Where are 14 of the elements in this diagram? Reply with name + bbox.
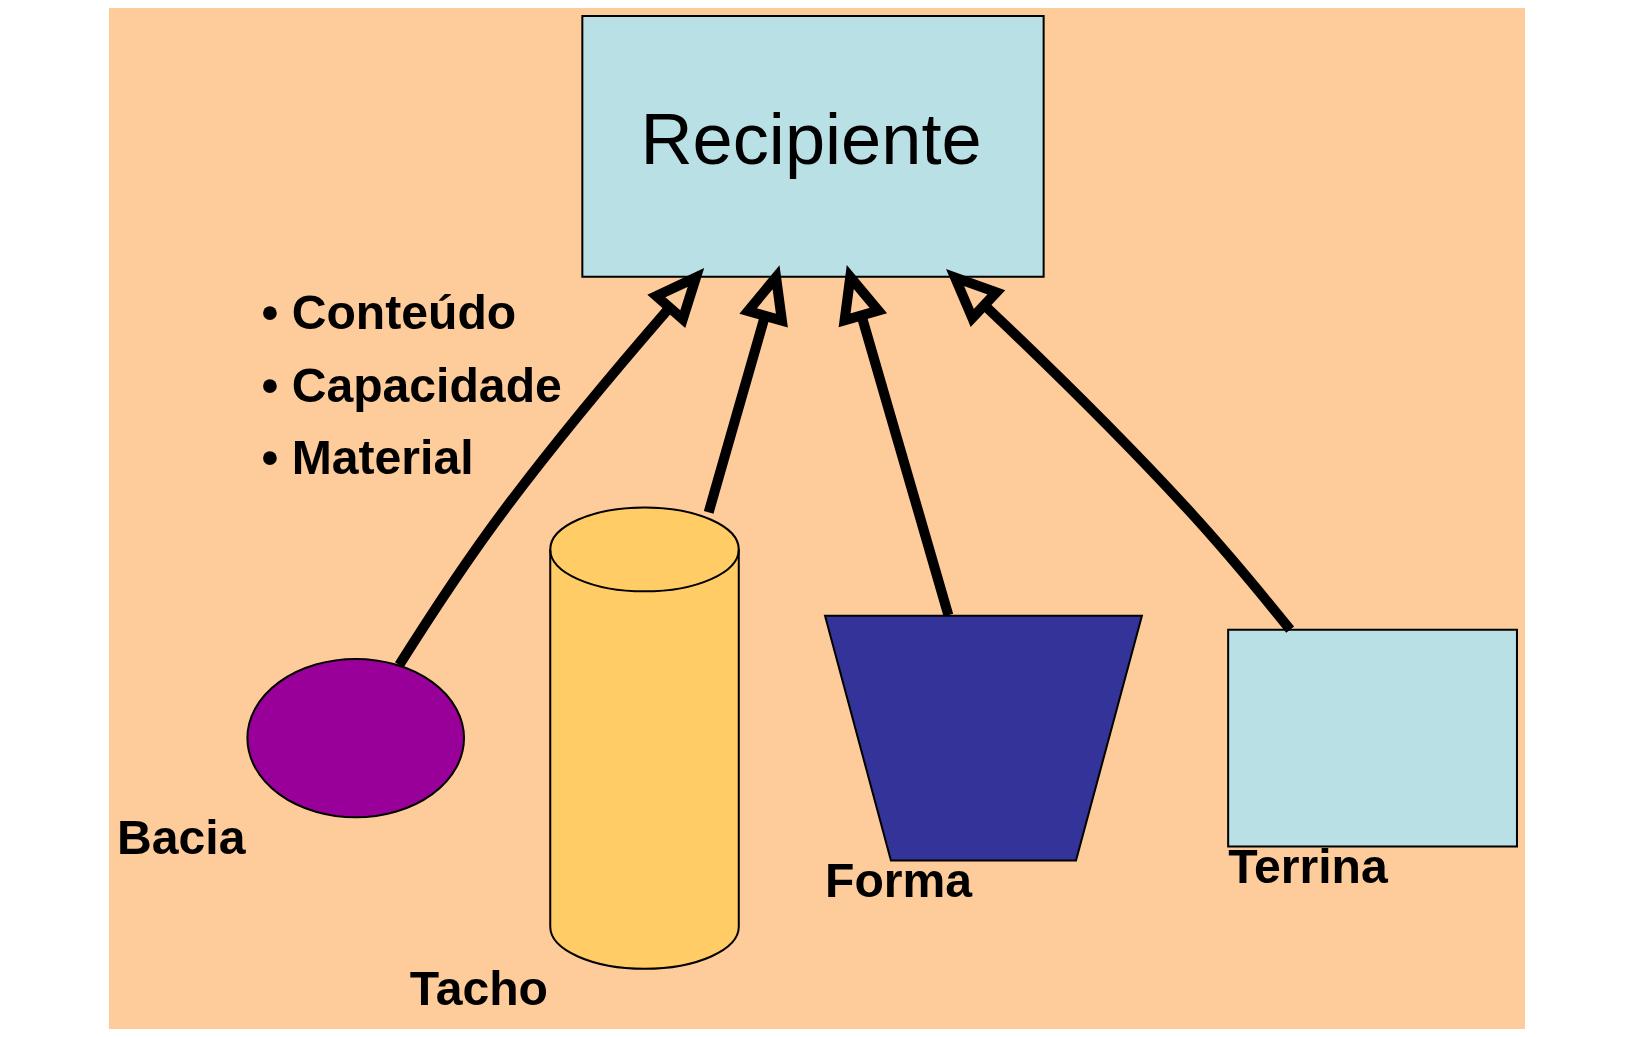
node-label: • Conteúdo xyxy=(260,285,516,340)
node-ellipse xyxy=(245,657,465,819)
node-label: • Material xyxy=(260,429,474,484)
node-label: Forma xyxy=(824,852,972,907)
node-label: • Capacidade xyxy=(260,357,562,412)
node-label: Tacho xyxy=(409,961,548,1016)
arrow xyxy=(703,265,788,514)
node-box: Recipiente xyxy=(580,15,1045,278)
node-label: Bacia xyxy=(116,809,245,864)
arrow xyxy=(838,264,953,617)
node-label: Terrina xyxy=(1227,838,1388,893)
arrow xyxy=(945,269,1294,633)
node-box xyxy=(1226,628,1518,848)
arrow xyxy=(394,267,704,668)
